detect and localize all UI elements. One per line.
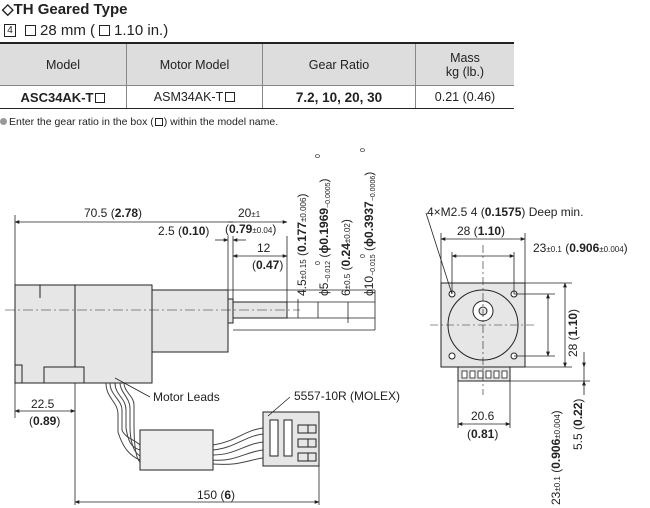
frame-number-badge: 4 bbox=[4, 24, 16, 37]
dim-2-5: 2.5 (0.10) bbox=[158, 224, 209, 238]
dim-0-89: (0.89) bbox=[29, 414, 60, 428]
dim-0-47: (0.47) bbox=[252, 258, 283, 272]
dim-150: 150 (6) bbox=[197, 488, 235, 502]
frame-size: 4 28 mm ( 1.10 in.) bbox=[4, 22, 168, 39]
dim-0-81: (0.81) bbox=[467, 427, 498, 441]
dim-phi10: ϕ10−0.015 (ϕ0.3937−0.0006) bbox=[362, 172, 377, 296]
size-in: 1.10 in.) bbox=[114, 22, 169, 39]
dim-phi10-upper: 0 bbox=[360, 254, 367, 258]
dim-28-v: 28 (1.10) bbox=[566, 309, 580, 357]
connector bbox=[262, 411, 320, 467]
front-connector-pins bbox=[461, 370, 508, 379]
model-note: Enter the gear ratio in the box () withi… bbox=[0, 116, 278, 128]
dim-20-6: 20.6 bbox=[471, 409, 495, 423]
dim-0-79: (0.79±0.04) bbox=[225, 222, 276, 236]
dim-20: 20±1 bbox=[238, 206, 261, 220]
cell-motor-model: ASM34AK-T bbox=[126, 85, 263, 109]
cell-mass: 0.21 (0.46) bbox=[415, 85, 514, 109]
label-motor-leads: Motor Leads bbox=[153, 390, 220, 404]
motor-leads bbox=[105, 382, 264, 465]
header-motor-model: Motor Model bbox=[126, 42, 263, 86]
dim-70-5: 70.5 (2.78) bbox=[84, 206, 142, 220]
dim-22-5: 22.5 bbox=[31, 397, 55, 411]
dim-23-v: 23±0.1 (0.906±0.004) bbox=[549, 410, 563, 505]
dim-12: 12 bbox=[257, 241, 271, 255]
motor-side-view bbox=[14, 284, 288, 384]
label-connector: 5557-10R (MOLEX) bbox=[294, 389, 400, 403]
dim-5-5: 5.5 (0.22) bbox=[571, 399, 585, 450]
header-gear-ratio: Gear Ratio bbox=[262, 42, 416, 86]
dim-m2-5: 4×M2.5 4 (0.1575) Deep min. bbox=[427, 205, 583, 219]
dim-phi5-upper: 0 bbox=[315, 261, 322, 265]
square-symbol bbox=[25, 25, 36, 36]
dim-6: 6±0.5 (0.24±0.02) bbox=[339, 219, 353, 296]
header-model: Model bbox=[0, 42, 127, 86]
dim-phi10-upper-in: 0 bbox=[360, 148, 367, 152]
page-title: ◇TH Geared Type bbox=[2, 1, 128, 18]
dim-phi5: ϕ5−0.012 (ϕ0.1969−0.0005) bbox=[317, 178, 332, 296]
dim-phi5-upper-in: 0 bbox=[315, 154, 322, 158]
size-mm: 28 mm ( bbox=[40, 22, 96, 39]
square-symbol bbox=[99, 25, 111, 36]
lead-sleeve bbox=[139, 429, 214, 471]
dim-4-5: 4.5±0.15 (0.177±0.006) bbox=[295, 194, 309, 296]
dim-28-h: 28 (1.10) bbox=[457, 224, 505, 238]
cell-gear-ratio: 7.2, 10, 20, 30 bbox=[262, 85, 416, 109]
dim-23-h: 23±0.1 (0.906±0.004) bbox=[533, 241, 628, 255]
cell-model: ASC34AK-T bbox=[0, 85, 127, 109]
